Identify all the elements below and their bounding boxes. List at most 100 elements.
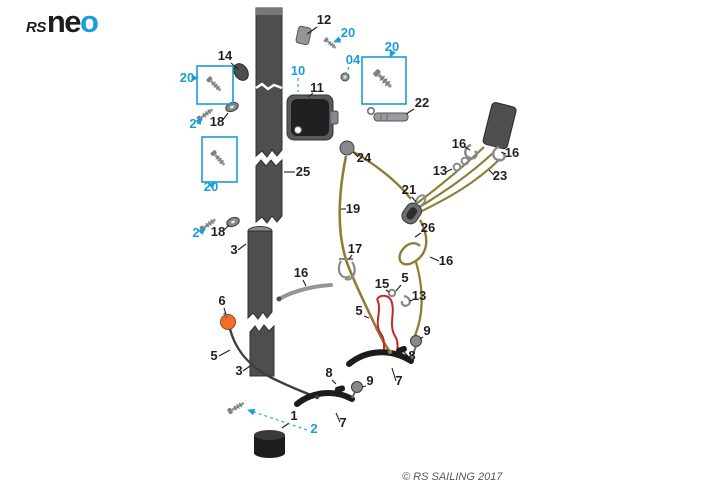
callout-2: 2 <box>192 225 199 240</box>
callout-7: 7 <box>339 415 346 430</box>
part-3-mast-lower-section <box>247 230 273 320</box>
leader-line <box>488 169 495 176</box>
callout-13: 13 <box>433 163 447 178</box>
rig-hardware <box>294 102 517 407</box>
part-16-hook-right <box>492 145 506 162</box>
masthead-cap <box>256 8 282 15</box>
callout-18: 18 <box>211 224 225 239</box>
part-04-nut <box>340 72 350 82</box>
part-7-bar-right <box>346 349 414 367</box>
leader-line <box>464 146 471 151</box>
callout-22: 22 <box>415 95 429 110</box>
lower-assembly-left <box>294 381 363 407</box>
leader-line <box>345 66 350 75</box>
bridle-rope-upper <box>351 149 412 200</box>
callout-9: 9 <box>423 323 430 338</box>
leader-line <box>361 385 367 388</box>
leader-line <box>363 315 370 319</box>
leader-line <box>237 243 247 251</box>
leader-line <box>352 151 359 158</box>
leader-line <box>307 92 314 98</box>
leader-line <box>395 284 402 292</box>
leader-line <box>335 412 341 423</box>
leader-line <box>403 351 409 357</box>
leader-line <box>408 299 414 302</box>
callout-7: 7 <box>395 373 402 388</box>
callout-20: 20 <box>341 25 355 40</box>
callout-14: 14 <box>218 48 233 63</box>
leader-line <box>331 379 337 385</box>
callout-8: 8 <box>408 348 415 363</box>
part-14-cap <box>233 63 249 81</box>
logo-rs-text: RS <box>26 19 46 36</box>
leader-line <box>389 49 396 58</box>
part-16-batten <box>277 283 333 301</box>
callout-25: 25 <box>296 164 310 179</box>
leader-line <box>302 279 307 287</box>
leader-line <box>197 227 206 236</box>
part-3-mast-foot-section <box>249 324 275 377</box>
leader-line <box>500 151 507 155</box>
logo-neo-o-letter: o <box>80 4 99 39</box>
part-15-ring <box>387 288 397 298</box>
part-6-orange-ball <box>220 314 236 330</box>
leader-line <box>223 307 227 315</box>
leader-line <box>218 349 231 357</box>
callout-20: 20 <box>385 39 399 54</box>
part-12-masthead-fitting <box>295 25 312 46</box>
part-20-screw-top <box>322 36 338 51</box>
logo-neo-text: ne <box>46 4 82 39</box>
lower-assembly-right <box>346 335 422 367</box>
rope-knot-right <box>387 349 393 355</box>
part-9-ball-left <box>351 381 363 393</box>
leader-line <box>222 224 230 232</box>
callout-10: 10 <box>291 63 305 78</box>
callout-16: 16 <box>505 145 519 160</box>
part-16-batten-tip <box>276 296 282 302</box>
callout-23: 23 <box>493 168 507 183</box>
leader-line <box>242 365 251 372</box>
leader-line <box>411 196 417 203</box>
part-1-mast-base-plug <box>254 430 285 458</box>
part-23-bridle-strand-3 <box>419 158 501 213</box>
leader-line <box>230 62 239 70</box>
callout-1: 1 <box>290 408 297 423</box>
callout-3: 3 <box>235 363 242 378</box>
part-9-ball-right <box>410 335 422 347</box>
part-25-mast-upper-section <box>255 7 283 158</box>
callout-5: 5 <box>210 348 217 363</box>
leader-line <box>195 117 203 126</box>
leader-line <box>385 289 390 293</box>
part-21-block <box>401 194 427 225</box>
part-20-box-left <box>196 65 234 105</box>
leader-line <box>414 232 422 238</box>
cord-knot <box>314 394 320 400</box>
callout-18: 18 <box>210 114 224 129</box>
callout-11: 11 <box>310 80 324 95</box>
part-23-bridle-strand-2 <box>417 152 494 209</box>
callout-17: 17 <box>348 241 362 256</box>
leader-line <box>246 408 308 431</box>
mast-sections <box>247 7 285 458</box>
part-18-washer-upper <box>225 101 239 113</box>
callout-12: 12 <box>317 12 331 27</box>
callout-2: 2 <box>310 421 317 436</box>
part-22-clevis-pin <box>366 107 409 122</box>
mast-fittings <box>195 25 409 416</box>
callout-13: 13 <box>412 288 426 303</box>
leader-line <box>419 336 424 340</box>
callout-16: 16 <box>294 265 308 280</box>
callout-2: 2 <box>189 116 196 131</box>
leader-line <box>221 112 229 122</box>
leader-line <box>405 108 415 115</box>
rope-to-lower-block <box>412 261 423 339</box>
part-20-box-mid <box>201 136 238 183</box>
callout-21: 21 <box>402 182 416 197</box>
leader-line <box>207 181 216 190</box>
callout-15: 15 <box>375 276 389 291</box>
part-25-mast-middle-section <box>255 158 283 224</box>
